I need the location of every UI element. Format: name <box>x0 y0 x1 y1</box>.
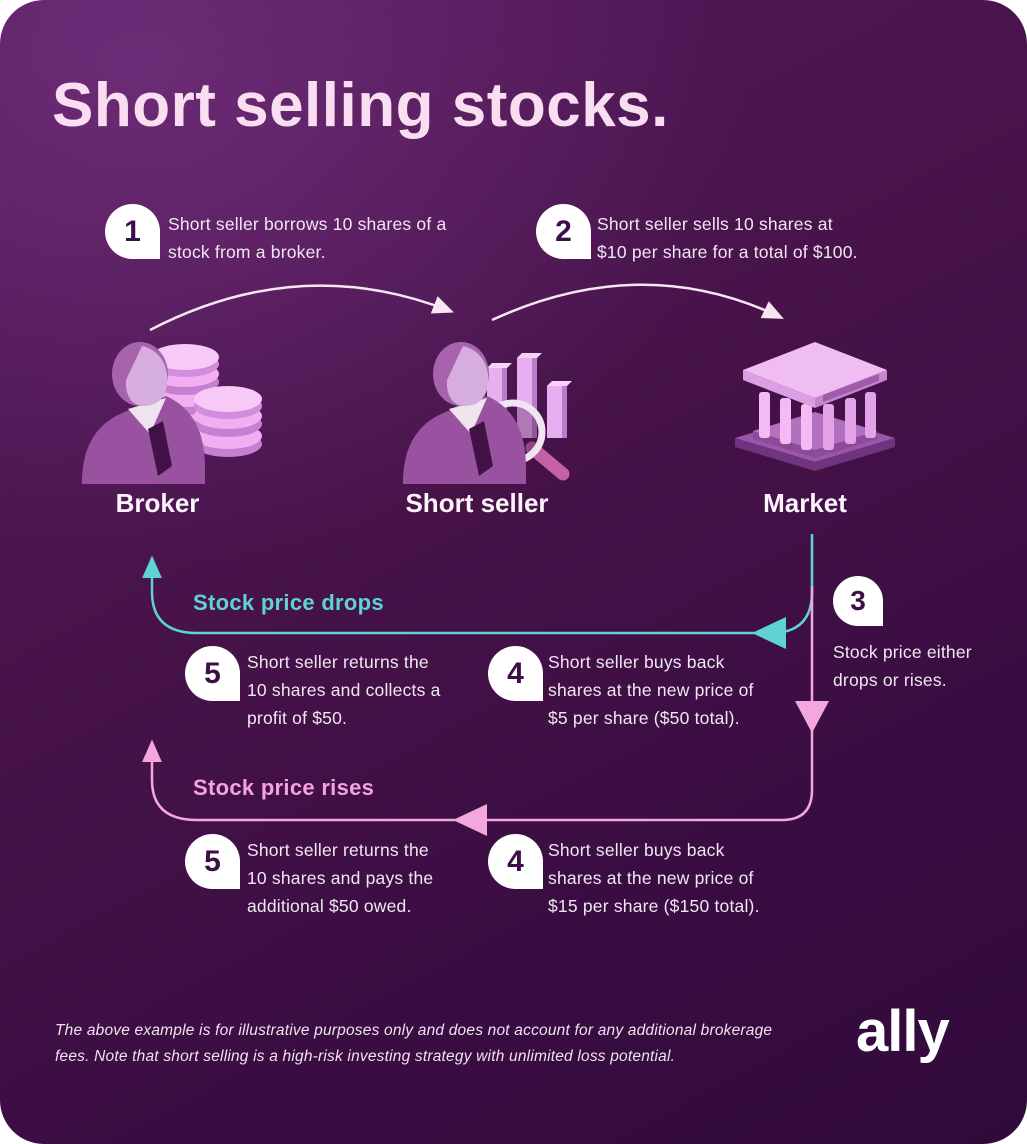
rise-step-4-text: Short seller buys back shares at the new… <box>548 840 760 916</box>
disclaimer-text: The above example is for illustrative pu… <box>55 1022 773 1065</box>
rise-step-4-badge: 4 <box>488 834 543 889</box>
drop-step-4-badge: 4 <box>488 646 543 701</box>
ally-logo: ally <box>856 999 950 1064</box>
step-3-text: Stock price either drops or rises. <box>833 642 972 690</box>
drop-path-market-to-broker <box>142 534 814 635</box>
step-1-badge: 1 <box>105 204 160 259</box>
bar-chart-icon <box>487 353 572 438</box>
drop-step-5-text: Short seller returns the 10 shares and c… <box>247 652 441 728</box>
step-2-text: Short seller sells 10 shares at $10 per … <box>597 214 858 262</box>
branch-label-stock-price-rises: Stock price rises <box>193 775 375 800</box>
market-bank-building-icon <box>735 342 895 471</box>
branch-label-stock-price-drops: Stock price drops <box>193 590 384 615</box>
rise-path-down-arrowhead <box>795 701 829 733</box>
broker-person-icon <box>82 342 205 484</box>
rise-path-mid-arrowhead <box>453 804 487 836</box>
short-seller-chart-magnifier-icon <box>403 342 572 484</box>
arrow-shortseller-to-market <box>491 283 784 322</box>
bank-roof <box>743 342 887 408</box>
step-1-text: Short seller borrows 10 shares of a stoc… <box>168 214 447 262</box>
actor-label-broker: Broker <box>115 488 200 518</box>
drop-path-mid-arrowhead <box>752 617 786 649</box>
short-seller-person-icon <box>403 342 526 484</box>
drop-step-5-badge: 5 <box>185 646 240 701</box>
bank-columns <box>759 392 876 450</box>
step-2-badge: 2 <box>536 204 591 259</box>
rise-step-5-text: Short seller returns the 10 shares and p… <box>247 840 434 916</box>
rise-path-market-to-broker <box>142 586 814 822</box>
coin-stack-front-icon <box>194 386 262 457</box>
actor-label-short-seller: Short seller <box>405 488 549 518</box>
arrow-broker-to-shortseller <box>149 284 454 332</box>
broker-person-with-coins-icon <box>82 342 262 484</box>
step-3-badge: 3 <box>833 576 883 626</box>
page-title: Short selling stocks. <box>52 71 669 140</box>
rise-step-5-badge: 5 <box>185 834 240 889</box>
actor-label-market: Market <box>763 488 847 518</box>
drop-step-4-text: Short seller buys back shares at the new… <box>548 652 754 728</box>
